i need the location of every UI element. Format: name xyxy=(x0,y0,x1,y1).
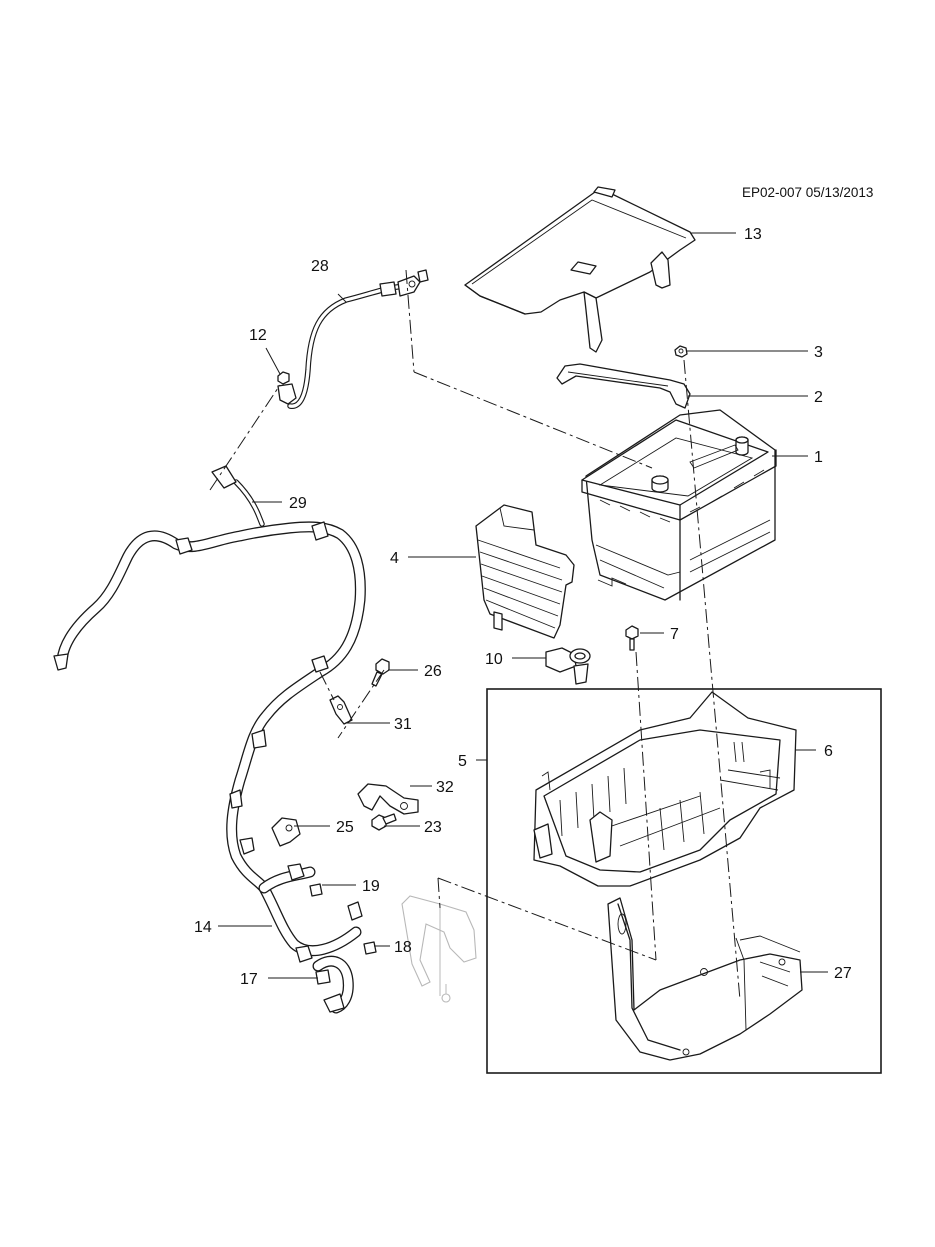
clip-part-19 xyxy=(309,883,323,897)
diagram-reference: EP02-007 05/13/2013 xyxy=(742,185,873,200)
cable-harness-part-14 xyxy=(53,465,366,1014)
hold-down-bracket-part-2 xyxy=(556,363,691,409)
callout-6: 6 xyxy=(824,743,833,760)
callout-18: 18 xyxy=(394,939,412,956)
battery-sensor-part-10 xyxy=(545,647,591,685)
callout-23: 23 xyxy=(424,819,442,836)
nut-part-3 xyxy=(674,345,688,358)
callout-3: 3 xyxy=(814,344,823,361)
callout-10: 10 xyxy=(485,651,503,668)
bolt-part-7 xyxy=(625,625,639,651)
callout-7: 7 xyxy=(670,626,679,643)
callouts: 13 3 2 1 4 7 10 28 12 29 26 31 5 6 32 25… xyxy=(194,226,852,988)
callout-14: 14 xyxy=(194,919,212,936)
callout-29: 29 xyxy=(289,495,307,512)
bracket-part-25 xyxy=(271,817,301,847)
tray-bracket-part-27 xyxy=(607,897,803,1061)
assembly-box-part-5 xyxy=(486,688,882,1074)
callout-2: 2 xyxy=(814,389,823,406)
bracket-part-31 xyxy=(329,695,353,725)
bracket-part-32 xyxy=(357,783,419,815)
leader-lines xyxy=(218,232,828,979)
callout-19: 19 xyxy=(362,878,380,895)
bolt-part-23 xyxy=(371,813,397,831)
callout-31: 31 xyxy=(394,716,412,733)
ground-cable-part-28 xyxy=(277,269,429,409)
battery-cover-part-13 xyxy=(464,186,696,353)
clip-part-17 xyxy=(315,969,331,985)
clip-part-18 xyxy=(363,941,377,955)
callout-4: 4 xyxy=(390,550,399,567)
callout-13: 13 xyxy=(744,226,762,243)
assembly-lines xyxy=(209,269,741,1001)
callout-12: 12 xyxy=(249,327,267,344)
callout-32: 32 xyxy=(436,779,454,796)
mount-bracket-ghost xyxy=(401,895,477,1003)
callout-17: 17 xyxy=(240,971,258,988)
heat-shield-part-4 xyxy=(475,504,575,639)
battery-tray-part-6 xyxy=(533,691,797,887)
callout-1: 1 xyxy=(814,449,823,466)
callout-5: 5 xyxy=(458,753,467,770)
battery-part-1 xyxy=(581,409,777,601)
bolt-part-26 xyxy=(371,658,390,687)
nut-part-12 xyxy=(277,371,290,385)
callout-25: 25 xyxy=(336,819,354,836)
callout-28: 28 xyxy=(311,258,329,275)
callout-26: 26 xyxy=(424,663,442,680)
callout-27: 27 xyxy=(834,965,852,982)
